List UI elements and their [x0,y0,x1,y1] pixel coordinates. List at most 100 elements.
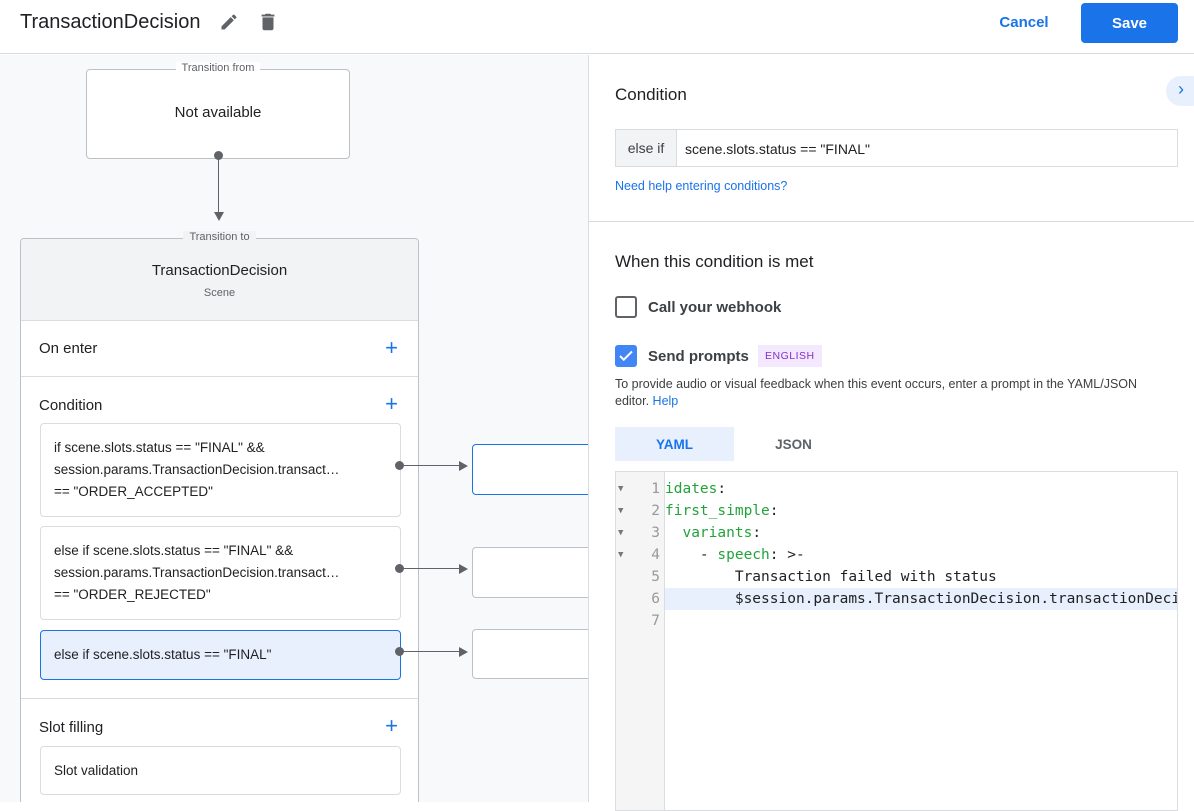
yaml-editor[interactable]: ▼ 1 idates: ▼ 2 first_simple: ▼ 3 variants: ▼ 4 -… [615,471,1178,811]
on-enter-section[interactable]: On enter + [21,320,418,376]
slot-validation-item[interactable]: Slot validation [40,746,401,795]
connector-dot [214,151,223,160]
cancel-button[interactable]: Cancel [999,13,1049,31]
scene-header[interactable]: Transition to TransactionDecision Scene [21,231,418,320]
condition-input[interactable]: scene.slots.status == "FINAL" [685,141,871,157]
editor-line[interactable]: ▼ 3 variants: [616,522,1177,544]
help-link[interactable]: Help [652,394,679,408]
transition-target-box[interactable] [472,444,588,495]
save-button[interactable]: Save [1081,3,1178,43]
indent [665,591,735,607]
fold-arrow-icon[interactable]: ▼ [618,506,624,516]
transition-from-value: Not available [174,104,262,121]
line-content: variants: [665,522,1177,544]
scene-name: TransactionDecision [151,262,288,279]
condition-help-link[interactable]: Need help entering conditions? [615,179,788,193]
scene-title: TransactionDecision [20,11,201,33]
add-condition-icon[interactable]: + [385,391,398,416]
line-content: Transaction failed with status [665,566,1177,588]
yaml-key: speech [717,547,770,563]
line-number: 7 [651,613,660,629]
pencil-icon[interactable] [219,12,239,32]
condition-section: Condition + if scene.slots.status == "FI… [21,376,418,698]
condition-label: Condition [39,397,103,414]
arrow-right-icon [459,564,468,574]
yaml-key: first_simple [665,503,770,519]
condition-prefix: else if [616,130,677,166]
connector-dot [395,461,404,470]
yaml-punct: : [752,525,762,541]
condition-item[interactable]: else if scene.slots.status == "FINAL" &&… [40,526,401,620]
indent: - [665,547,718,563]
connector-dot [395,647,404,656]
add-on-enter-icon[interactable]: + [385,335,398,360]
fold-arrow-icon[interactable]: ▼ [618,528,624,538]
description-text: To provide audio or visual feedback when… [615,377,1138,408]
checkmark-icon [619,350,633,362]
condition-text: if scene.slots.status == "FINAL" && [54,440,265,455]
on-enter-label: On enter [39,340,98,357]
line-content: $session.params.TransactionDecision.tran… [665,588,1177,610]
collapse-panel-chevron-icon[interactable]: › [1166,76,1194,106]
top-bar: TransactionDecision Cancel Save [0,0,1194,54]
slot-filling-section: Slot filling + Slot validation [21,698,418,802]
condition-text: session.params.TransactionDecision.trans… [54,565,340,580]
slot-validation-label: Slot validation [54,763,139,778]
arrow-right-icon [459,647,468,657]
indent [665,569,735,585]
scene-type: Scene [203,287,236,299]
prompt-description: To provide audio or visual feedback when… [615,376,1170,410]
send-prompts-checkbox[interactable] [615,345,637,367]
line-number: 4 [651,547,660,563]
line-number: 5 [651,569,660,585]
transition-from-box: Transition from Not available [86,62,350,159]
arrow-right-icon [459,461,468,471]
trash-icon[interactable] [257,10,279,34]
connector-line [400,568,460,569]
line-content [665,610,1177,632]
line-number: 1 [651,481,660,497]
transition-to-legend: Transition to [183,231,256,243]
condition-item-selected[interactable]: else if scene.slots.status == "FINAL" [40,630,401,680]
editor-line[interactable]: 7 [616,610,1177,632]
yaml-punct: : [769,503,779,519]
add-slot-icon[interactable]: + [385,713,398,738]
tab-json[interactable]: JSON [775,436,812,452]
divider [589,221,1194,222]
yaml-key: idates [665,481,718,497]
webhook-checkbox[interactable] [615,296,637,318]
condition-text: == "ORDER_REJECTED" [54,587,211,602]
send-prompts-label[interactable]: Send prompts [648,348,749,365]
fold-arrow-icon[interactable]: ▼ [618,484,624,494]
condition-text: else if scene.slots.status == "FINAL" && [54,543,294,558]
condition-input-row: else if scene.slots.status == "FINAL" [615,129,1178,167]
line-number: 3 [651,525,660,541]
arrow-down-icon [214,212,224,221]
fold-arrow-icon[interactable]: ▼ [618,550,624,560]
connector-line [400,465,460,466]
transition-target-box[interactable] [472,547,588,598]
flow-canvas[interactable]: Transition from Not available Transition… [0,55,588,802]
line-content: first_simple: [665,500,1177,522]
line-content: - speech: >- [665,544,1177,566]
yaml-punct: : >- [769,547,805,563]
editor-line[interactable]: ▼ 4 - speech: >- [616,544,1177,566]
condition-editor-panel: › Condition else if scene.slots.status =… [588,55,1194,811]
editor-line[interactable]: ▼ 1 idates: [616,478,1177,500]
transition-target-box[interactable] [472,629,588,679]
editor-line[interactable]: 6 $session.params.TransactionDecision.tr… [616,588,1177,610]
webhook-label[interactable]: Call your webhook [648,299,782,316]
transition-from-legend: Transition from [175,62,261,74]
line-number: 2 [651,503,660,519]
yaml-punct: : [717,481,727,497]
scene-card: Transition to TransactionDecision Scene … [20,231,419,802]
condition-item[interactable]: if scene.slots.status == "FINAL" && sess… [40,423,401,517]
condition-text: else if scene.slots.status == "FINAL" [54,647,272,662]
when-heading: When this condition is met [615,252,814,271]
condition-heading: Condition [615,85,687,104]
editor-line[interactable]: ▼ 2 first_simple: [616,500,1177,522]
tab-yaml[interactable]: YAML [615,427,734,461]
editor-gutter [616,472,665,810]
slot-filling-label: Slot filling [39,719,104,736]
editor-line[interactable]: 5 Transaction failed with status [616,566,1177,588]
